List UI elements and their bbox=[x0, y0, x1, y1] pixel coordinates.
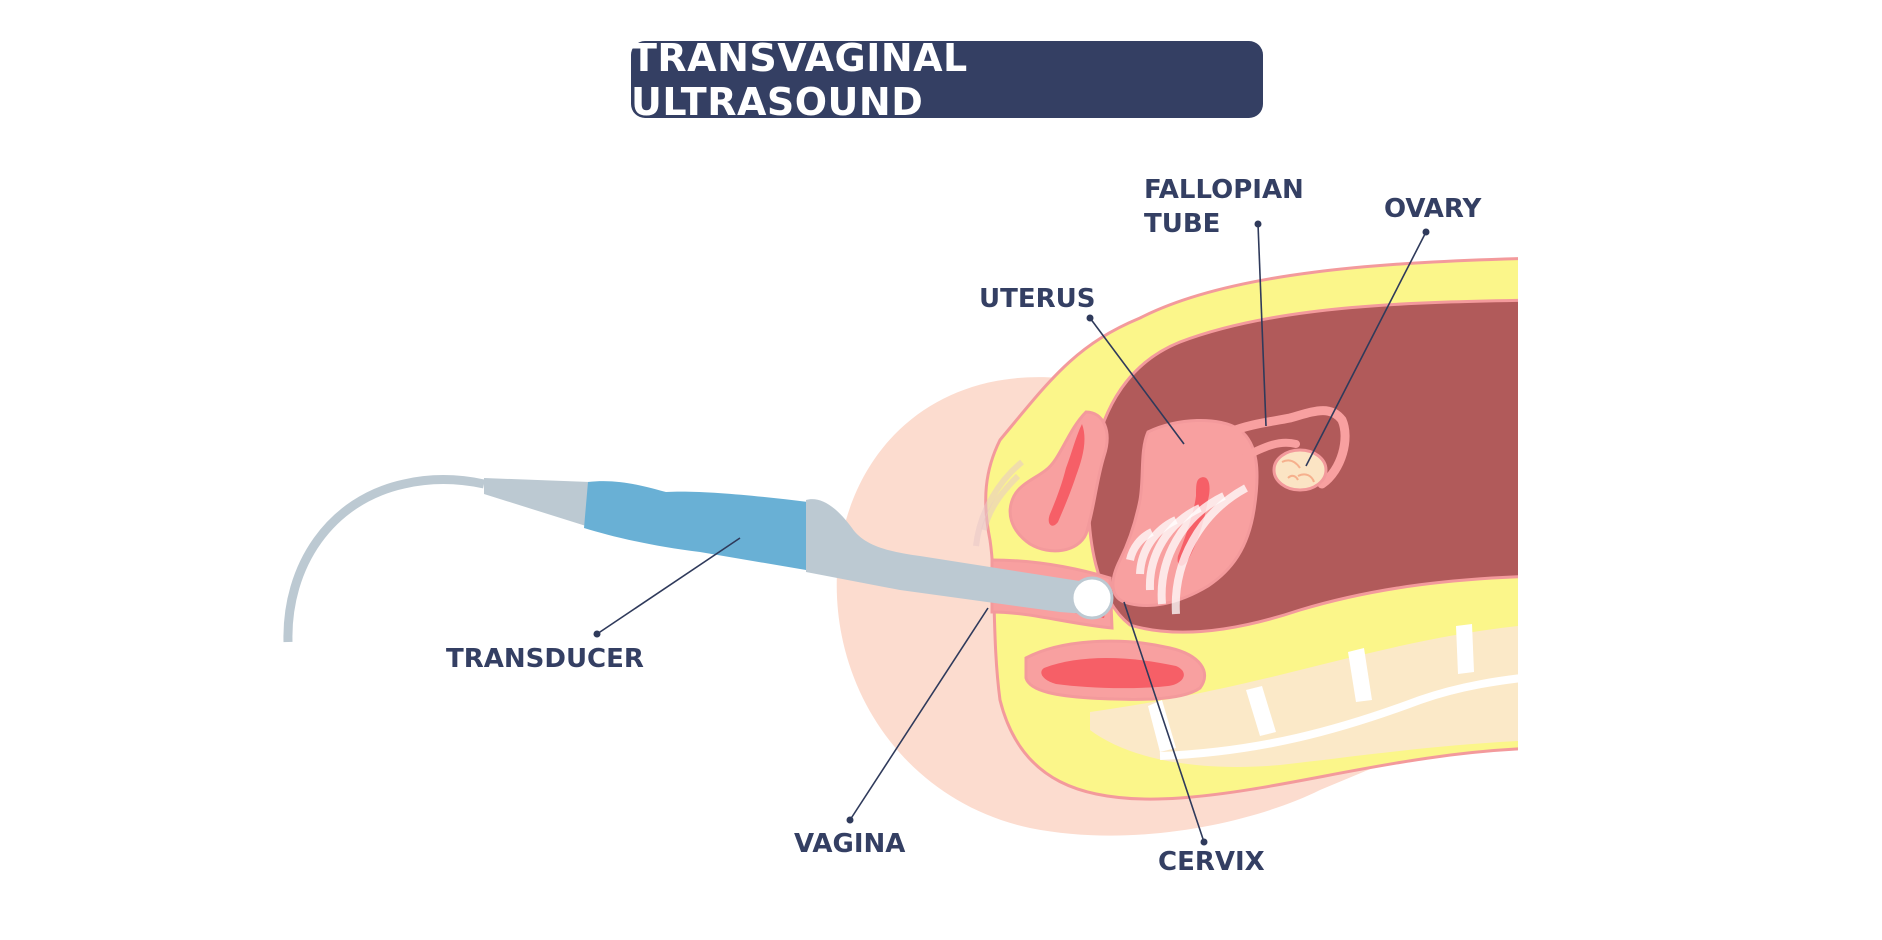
label-cervix: CERVIX bbox=[1158, 847, 1265, 877]
dot-uterus bbox=[1086, 314, 1094, 322]
ovary bbox=[1272, 448, 1328, 492]
bone-strip bbox=[1090, 626, 1518, 767]
title-banner: TRANSVAGINAL ULTRASOUND bbox=[631, 36, 1263, 124]
probe-shaft bbox=[806, 499, 1086, 614]
ultrasound-wave-icon-lower bbox=[973, 459, 1024, 547]
probe-handle bbox=[584, 481, 808, 570]
bladder-lining bbox=[1048, 424, 1085, 526]
ultrasound-wave-icon bbox=[1126, 484, 1248, 615]
leader-lines bbox=[596, 223, 1427, 843]
dot-fallopian bbox=[1254, 220, 1262, 228]
page-title: TRANSVAGINAL ULTRASOUND bbox=[631, 35, 968, 124]
fallopian-tube bbox=[1225, 406, 1350, 489]
rectum-lining bbox=[1041, 658, 1184, 689]
label-fallopian-line2: TUBE bbox=[1144, 209, 1220, 239]
vertebra-gap-4 bbox=[1456, 624, 1474, 674]
probe-tip bbox=[1070, 576, 1114, 620]
vertebra-gap-3 bbox=[1348, 648, 1372, 702]
label-uterus: UTERUS bbox=[979, 284, 1095, 314]
dot-cervix bbox=[1200, 838, 1208, 846]
label-vagina: VAGINA bbox=[794, 829, 905, 859]
leader-cervix bbox=[1123, 601, 1205, 843]
leader-vagina bbox=[849, 607, 989, 821]
dot-ovary bbox=[1422, 228, 1430, 236]
ultrasound-transducer-icon bbox=[283, 475, 1114, 643]
leader-transducer bbox=[596, 537, 741, 635]
leader-ovary bbox=[1305, 231, 1427, 467]
probe-strain-relief bbox=[484, 478, 590, 526]
probe-cable bbox=[283, 475, 485, 643]
ovary-follicles bbox=[1281, 459, 1315, 483]
vertebra-gap-2 bbox=[1246, 686, 1276, 736]
dot-vagina bbox=[846, 816, 854, 824]
leader-dots bbox=[593, 220, 1430, 846]
leader-uterus bbox=[1089, 317, 1185, 445]
nerve-band bbox=[1159, 674, 1518, 760]
fallopian-tube-branch bbox=[1242, 438, 1300, 460]
label-fallopian-line1: FALLOPIAN bbox=[1144, 175, 1304, 205]
label-transducer: TRANSDUCER bbox=[446, 644, 644, 674]
dot-transducer bbox=[593, 630, 601, 638]
leader-fallopian bbox=[1257, 223, 1267, 427]
label-ovary: OVARY bbox=[1384, 194, 1482, 224]
